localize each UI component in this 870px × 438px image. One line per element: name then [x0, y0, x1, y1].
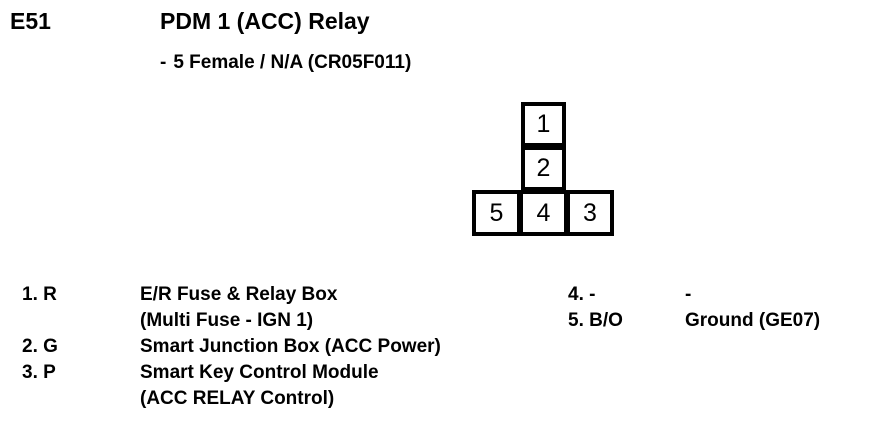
subtitle-text: 5 Female / N/A (CR05F011)	[173, 52, 412, 73]
pin-number-4: 4	[536, 198, 551, 227]
pin-description: Ground (GE07)	[685, 308, 820, 334]
pin-legend-left: 1. R E/R Fuse & Relay Box (Multi Fuse - …	[22, 282, 441, 412]
pin-label: 4. -	[568, 284, 596, 305]
pin-description-line: (Multi Fuse - IGN 1)	[140, 310, 314, 331]
pin-description: E/R Fuse & Relay Box (Multi Fuse - IGN 1…	[140, 282, 337, 334]
pin-description-line: (ACC RELAY Control)	[140, 388, 335, 409]
legend-row: 3. P Smart Key Control Module (ACC RELAY…	[22, 360, 441, 412]
pin-cell-5: 5	[472, 190, 521, 236]
pin-description-line: Smart Key Control Module	[140, 362, 379, 383]
legend-row: 4. - -	[568, 282, 820, 308]
pin-description-line: Ground (GE07)	[685, 310, 821, 331]
pin-description: Smart Key Control Module (ACC RELAY Cont…	[140, 360, 379, 412]
pin-number-5: 5	[489, 198, 504, 227]
legend-row: 2. G Smart Junction Box (ACC Power)	[22, 334, 441, 360]
page-title: PDM 1 (ACC) Relay	[160, 8, 370, 34]
pin-cell-4: 4	[519, 190, 568, 236]
pin-description-line: -	[685, 284, 692, 305]
pin-description: -	[685, 282, 691, 308]
legend-row: 1. R E/R Fuse & Relay Box (Multi Fuse - …	[22, 282, 441, 334]
pin-description: Smart Junction Box (ACC Power)	[140, 334, 441, 360]
pin-cell-2: 2	[521, 146, 566, 191]
pin-legend-right: 4. - - 5. B/O Ground (GE07)	[568, 282, 820, 334]
pin-number-1: 1	[536, 110, 551, 138]
pin-number-3: 3	[583, 198, 597, 227]
subtitle-dash: -	[160, 52, 167, 73]
connector-subtitle: -5 Female / N/A (CR05F011)	[160, 51, 411, 75]
pin-cell-1: 1	[521, 102, 566, 147]
pin-description-line: E/R Fuse & Relay Box	[140, 284, 338, 305]
pin-label: 5. B/O	[568, 310, 623, 331]
connector-code: E51	[10, 8, 51, 34]
pin-number-2: 2	[536, 154, 551, 182]
pin-label: 3. P	[22, 362, 56, 383]
pin-cell-3: 3	[566, 190, 614, 236]
pin-description-line: Smart Junction Box (ACC Power)	[140, 336, 441, 357]
pin-label: 1. R	[22, 284, 57, 305]
legend-row: 5. B/O Ground (GE07)	[568, 308, 820, 334]
pin-label: 2. G	[22, 336, 58, 357]
pin-layout-diagram: 1 2 5 4 3	[470, 102, 616, 236]
